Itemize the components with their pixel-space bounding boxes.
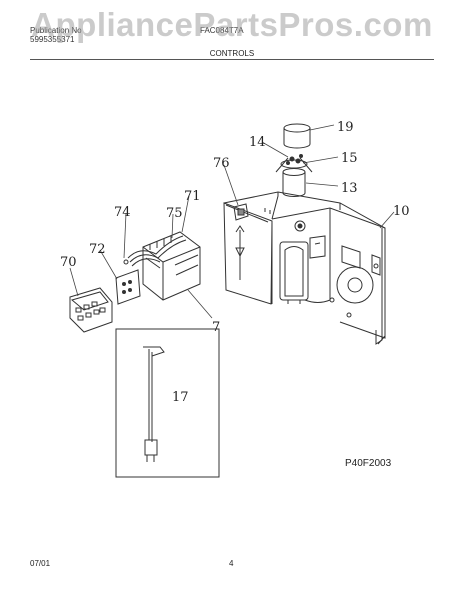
part-7-control-board	[142, 231, 201, 301]
callout-10: 10	[393, 204, 410, 219]
page-number: 4	[229, 559, 234, 568]
callout-72: 72	[89, 242, 106, 257]
section-title: CONTROLS	[209, 49, 255, 58]
callout-leaders	[69, 124, 395, 319]
callout-71: 71	[184, 189, 201, 204]
part-17-power-cord	[143, 346, 165, 462]
callout-75: 75	[166, 206, 183, 221]
part-76-relay	[233, 203, 249, 221]
callout-13: 13	[341, 181, 358, 196]
diagram-reference-code: P40F2003	[345, 458, 392, 469]
part-15-capacitor-bracket	[275, 154, 313, 173]
callout-14: 14	[249, 135, 266, 150]
part-72-terminal-block	[115, 269, 141, 305]
part-17-inset-box	[115, 328, 220, 478]
callout-70: 70	[60, 255, 77, 270]
callout-19: 19	[337, 120, 354, 135]
callout-76: 76	[213, 156, 230, 171]
publication-number: 5995355371	[30, 35, 75, 44]
model-number: FAC084T7A	[200, 26, 244, 35]
callout-7: 7	[212, 320, 220, 335]
callout-15: 15	[341, 151, 358, 166]
part-74-wire-harness	[123, 235, 187, 267]
publication-label: Publication No	[30, 26, 82, 35]
footer-date: 07/01	[30, 559, 51, 568]
part-19-capacitor-cover	[283, 123, 311, 149]
callout-74: 74	[114, 205, 131, 220]
site-watermark: AppliancePartsPros.com	[31, 6, 433, 43]
publication-header: Publication No 5995355371	[30, 26, 82, 44]
callout-17: 17	[172, 390, 189, 405]
part-10-control-bracket	[223, 191, 386, 345]
part-13-capacitor	[282, 168, 306, 197]
part-70-keypad-panel	[69, 287, 113, 333]
header-rule	[30, 59, 434, 60]
